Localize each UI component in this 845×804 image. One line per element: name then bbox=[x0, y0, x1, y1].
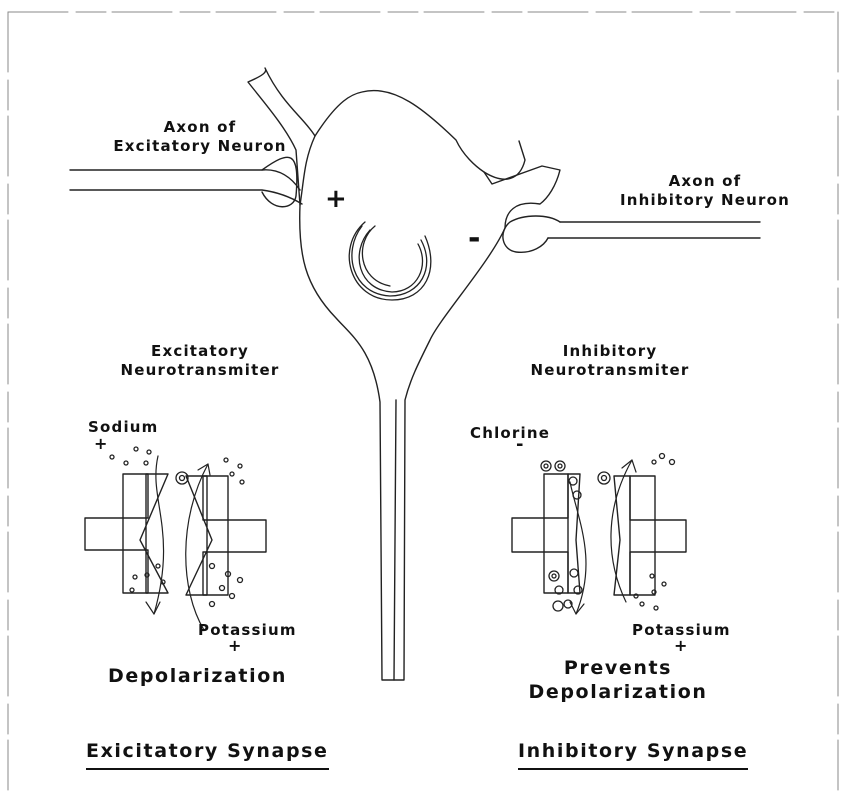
inhibitory-axon-label-line1: Axon of bbox=[580, 172, 830, 191]
inhibitory-synapse-title: Inhibitory Synapse bbox=[518, 740, 748, 770]
inhibitory-receptor-left bbox=[512, 474, 580, 593]
excitatory-transmitter-label: Excitatory Neurotransmiter bbox=[110, 342, 290, 380]
potassium-sign-left: + bbox=[228, 638, 241, 654]
prevents-depolarization-label: Prevents Depolarization bbox=[528, 656, 708, 704]
potassium-sign-right: + bbox=[674, 638, 687, 654]
sodium-sign: + bbox=[94, 436, 107, 452]
neuron-outline bbox=[248, 68, 560, 680]
soma-stem-inner bbox=[394, 400, 396, 680]
excitatory-receptor-right bbox=[186, 476, 266, 595]
inhibitory-axon-label-line2: Inhibitory Neuron bbox=[580, 191, 830, 210]
inhibitory-axon bbox=[503, 216, 760, 252]
prevents-depolarization-line2: Depolarization bbox=[528, 680, 708, 704]
inhibitory-transmitter-label: Inhibitory Neurotransmiter bbox=[520, 342, 700, 380]
excitatory-transmitter-line2: Neurotransmiter bbox=[110, 361, 290, 380]
potassium-ions-right bbox=[634, 454, 675, 611]
inhibitory-minus-sign: - bbox=[468, 224, 480, 254]
chlorine-sign: - bbox=[516, 436, 523, 454]
potassium-ions-left bbox=[176, 458, 244, 607]
excitatory-synapse-title: Exicitatory Synapse bbox=[86, 740, 329, 770]
excitatory-receptor-left bbox=[85, 474, 168, 593]
excitatory-axon-label-line1: Axon of bbox=[100, 118, 300, 137]
chlorine-ions bbox=[541, 461, 610, 611]
depolarization-label: Depolarization bbox=[108, 664, 287, 688]
nucleus bbox=[349, 222, 431, 300]
excitatory-axon-label: Axon of Excitatory Neuron bbox=[100, 118, 300, 156]
inhibitory-transmitter-line2: Neurotransmiter bbox=[520, 361, 700, 380]
excitatory-axon-label-line2: Excitatory Neuron bbox=[100, 137, 300, 156]
excitatory-plus-sign: + bbox=[325, 186, 347, 212]
inhibitory-transmitter-line1: Inhibitory bbox=[520, 342, 700, 361]
potassium-label-left: Potassium bbox=[198, 621, 297, 640]
chlorine-label: Chlorine bbox=[470, 424, 550, 443]
excitatory-transmitter-line1: Excitatory bbox=[110, 342, 290, 361]
ion-particles bbox=[110, 447, 675, 611]
inhibitory-axon-label: Axon of Inhibitory Neuron bbox=[580, 172, 830, 210]
prevents-depolarization-line1: Prevents bbox=[528, 656, 708, 680]
dendrite-branch bbox=[484, 141, 525, 179]
dendrite-left bbox=[300, 136, 315, 205]
excitatory-axon bbox=[70, 157, 302, 206]
